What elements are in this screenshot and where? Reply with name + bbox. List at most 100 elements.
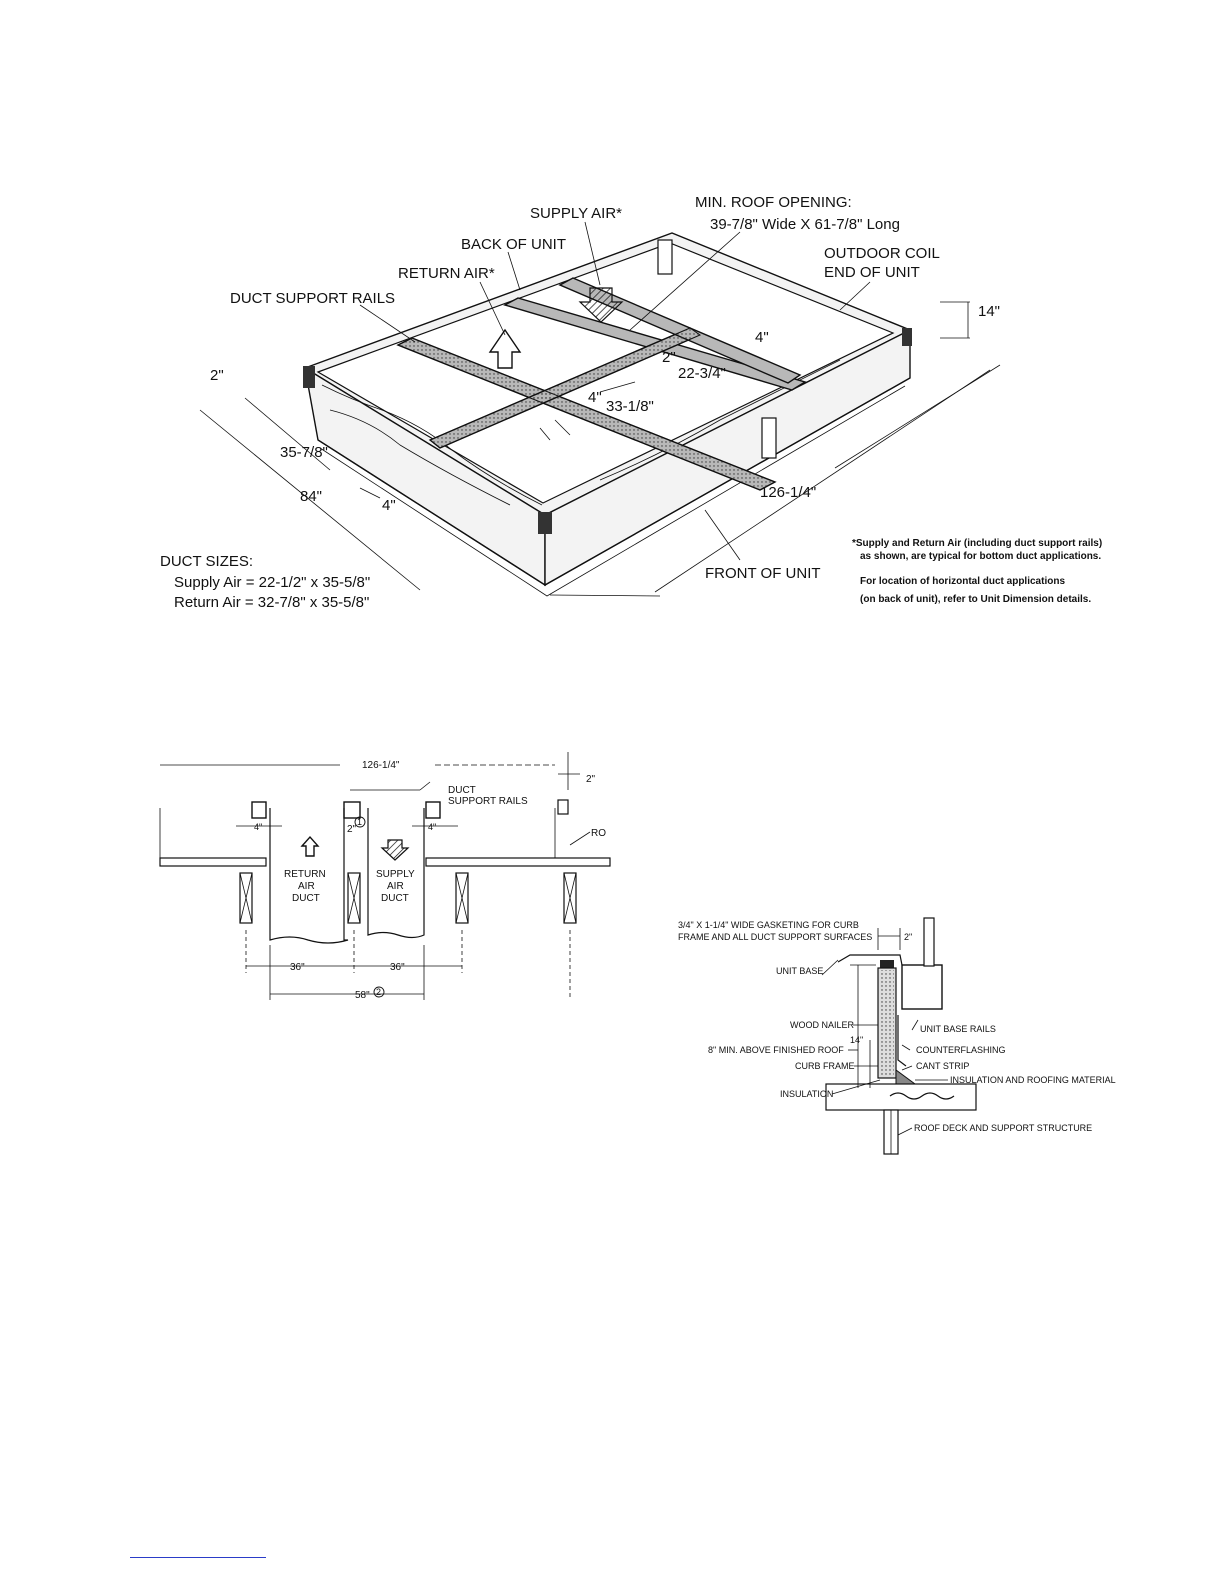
label-supply-air: AIR	[387, 881, 404, 892]
label-back-of-unit: BACK OF UNIT	[461, 236, 566, 253]
note-line-4: (on back of unit), refer to Unit Dimensi…	[860, 594, 1091, 605]
dim-2-mid: 2"	[662, 349, 676, 366]
label-return-duct: DUCT	[292, 893, 320, 904]
label-supply: SUPPLY	[376, 869, 415, 880]
dim-35-7-8: 35-7/8"	[280, 444, 328, 461]
note-line-3: For location of horizontal duct applicat…	[860, 576, 1065, 587]
wood-grain-3	[599, 359, 841, 481]
isometric-roof-curb	[303, 232, 912, 597]
label-min-roof-opening-size: 39-7/8" Wide X 61-7/8" Long	[710, 216, 900, 233]
corner-bracket-back	[657, 239, 673, 275]
curb-detail-view	[821, 917, 977, 1155]
rail-left	[251, 801, 267, 819]
curb-label-gasket-1: 3/4" X 1-1/4" WIDE GASKETING FOR CURB	[678, 920, 859, 930]
counterflashing	[897, 1015, 907, 1067]
curb-label-roof-deck: ROOF DECK AND SUPPORT STRUCTURE	[914, 1123, 1092, 1133]
section-dim-4-right: 4"	[428, 822, 436, 832]
curb-dim-2: 2"	[904, 932, 912, 942]
dim-4-top: 4"	[755, 329, 769, 346]
duct-support-rail-5	[396, 337, 777, 491]
roof-right	[425, 857, 611, 867]
curb-insulation	[880, 970, 894, 1076]
label-duct-support-rails: DUCT SUPPORT RAILS	[230, 290, 395, 307]
section-dim-36-a: 36"	[290, 962, 305, 973]
note-line-1: *Supply and Return Air (including duct s…	[852, 538, 1102, 549]
curb-label-insulation-roofing: INSULATION AND ROOFING MATERIAL	[950, 1075, 1116, 1085]
curb-label-gasket-2: FRAME AND ALL DUCT SUPPORT SURFACES	[678, 932, 872, 942]
curb-label-curb-frame: CURB FRAME	[795, 1061, 855, 1071]
curb-label-min-above-roof: 8" MIN. ABOVE FINISHED ROOF	[708, 1045, 844, 1055]
dim-14: 14"	[978, 303, 1000, 320]
dim-126-1-4: 126-1/4"	[760, 484, 816, 501]
curb-dim-14: 14"	[850, 1035, 863, 1045]
duct-size-supply: Supply Air = 22-1/2" x 35-5/8"	[174, 574, 370, 591]
label-min-roof-opening: MIN. ROOF OPENING:	[695, 194, 852, 211]
cant-strip	[895, 1069, 917, 1085]
curb-label-unit-base: UNIT BASE	[776, 966, 823, 976]
dim-2-left: 2"	[210, 367, 224, 384]
section-label-duct: DUCT	[448, 785, 476, 796]
curb-label-wood-nailer: WOOD NAILER	[790, 1020, 855, 1030]
note-circle-1-num: 1	[357, 817, 362, 827]
section-dim-2-center: 2"	[347, 824, 357, 835]
corner-bracket-front	[761, 417, 777, 459]
return-air-duct	[269, 808, 349, 944]
dim-4-bottom: 4"	[382, 497, 396, 514]
corner-cap-left	[303, 366, 315, 388]
section-dim-4-left: 4"	[254, 822, 262, 832]
unit-casing	[901, 964, 943, 1010]
curb-label-unit-base-rails: UNIT BASE RAILS	[920, 1024, 996, 1034]
section-dim-58: 58"	[355, 990, 370, 1001]
label-end-of-unit: END OF UNIT	[824, 264, 920, 281]
rail-right	[425, 801, 441, 819]
unit-panel-top	[923, 917, 935, 967]
label-front-of-unit: FRONT OF UNIT	[705, 565, 821, 582]
gasket	[880, 960, 894, 968]
label-return-air: AIR	[298, 881, 315, 892]
curb-base-skirt	[317, 377, 911, 586]
roof-left	[159, 857, 267, 867]
return-arrow-icon	[300, 835, 320, 857]
section-dim-36-b: 36"	[390, 962, 405, 973]
note-line-2: as shown, are typical for bottom duct ap…	[860, 551, 1101, 562]
section-dim-2: 2"	[586, 774, 596, 785]
curb-base-line	[319, 385, 906, 597]
label-supply-air: SUPPLY AIR*	[530, 205, 622, 222]
curb-label-counterflashing: COUNTERFLASHING	[916, 1045, 1006, 1055]
corner-cap-front	[538, 512, 552, 534]
duct-sizes-title: DUCT SIZES:	[160, 553, 253, 570]
label-return-air: RETURN AIR*	[398, 265, 495, 282]
iso-dimension-lines	[199, 221, 1001, 597]
roof-deck-profile	[889, 1092, 955, 1100]
footer-rule	[130, 1557, 266, 1558]
note-circle-1	[354, 816, 366, 828]
section-label-ro: RO	[591, 828, 606, 839]
dim-4-mid: 4"	[588, 389, 602, 406]
wood-grain	[321, 384, 543, 506]
note-circle-2	[373, 986, 385, 998]
duct-section-view	[159, 752, 611, 1000]
label-return: RETURN	[284, 869, 326, 880]
curb-label-cant-strip: CANT STRIP	[916, 1061, 969, 1071]
dim-33-1-8: 33-1/8"	[606, 398, 654, 415]
dim-84: 84"	[300, 488, 322, 505]
supply-air-arrow	[578, 287, 624, 323]
dim-22-3-4: 22-3/4"	[678, 365, 726, 382]
wood-grain-2	[329, 409, 511, 506]
duct-size-return: Return Air = 32-7/8" x 35-5/8"	[174, 594, 369, 611]
label-supply-duct: DUCT	[381, 893, 409, 904]
note-circle-2-num: 2	[376, 987, 381, 997]
duct-support-rail-6	[429, 327, 702, 449]
corner-cap-right	[902, 328, 912, 346]
unit-base-flange	[837, 954, 903, 966]
label-outdoor-coil: OUTDOOR COIL	[824, 245, 940, 262]
section-dim-126-1-4: 126-1/4"	[362, 760, 400, 771]
curb-label-insulation: INSULATION	[780, 1089, 833, 1099]
rail-far	[557, 799, 569, 815]
supply-arrow-icon	[380, 839, 410, 861]
return-air-arrow	[488, 328, 522, 369]
section-label-support-rails: SUPPORT RAILS	[448, 796, 528, 807]
rail-center	[343, 801, 361, 819]
supply-air-duct	[367, 808, 425, 939]
